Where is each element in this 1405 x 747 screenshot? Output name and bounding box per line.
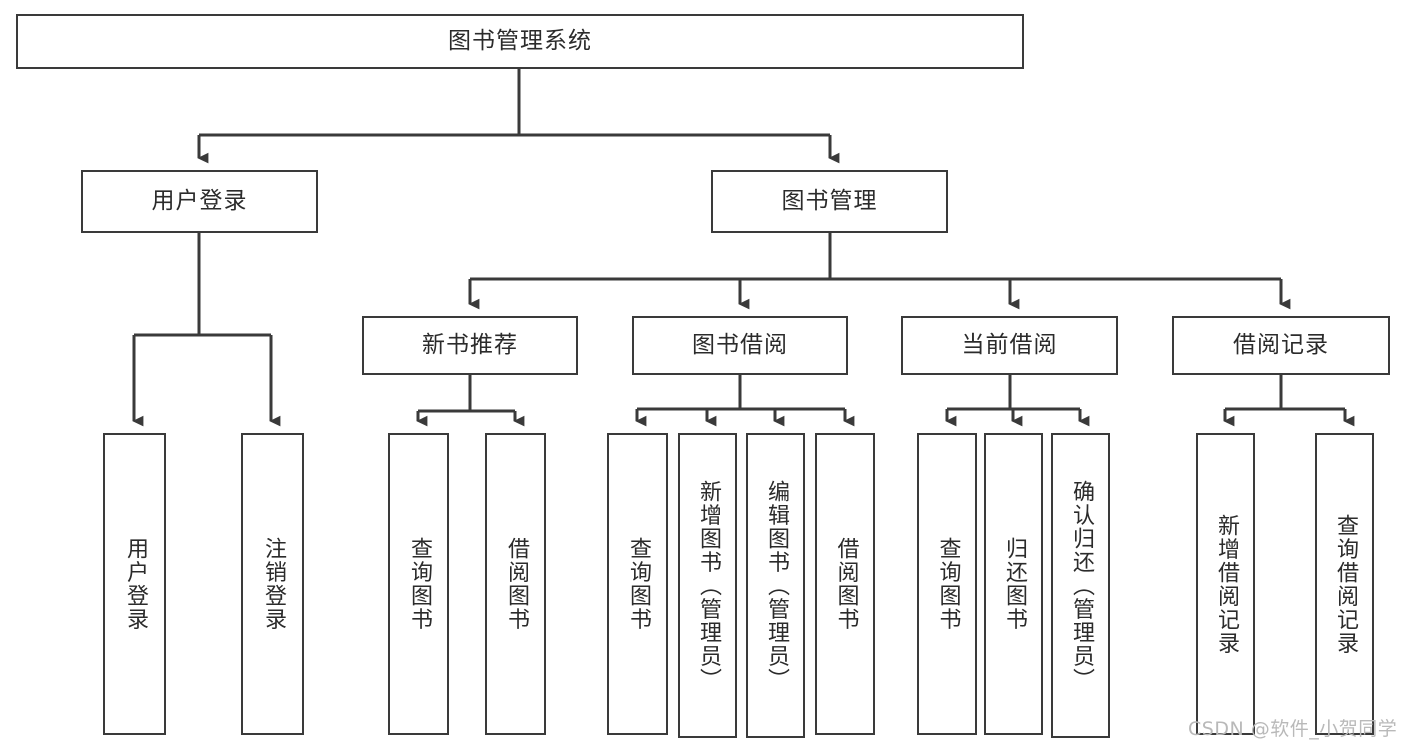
node-label: 确认归还（管理员） (1068, 479, 1094, 692)
node-label: 新书推荐 (422, 331, 518, 358)
watermark: CSDN @软件_小贺同学 (1188, 718, 1398, 740)
leaf-current-query-book[interactable]: 查询图书 (917, 433, 977, 735)
node-label: 借阅记录 (1233, 331, 1329, 358)
leaf-borrow-borrow-book[interactable]: 借阅图书 (815, 433, 875, 735)
node-book-borrow[interactable]: 图书借阅 (632, 316, 848, 375)
leaf-record-add-record[interactable]: 新增借阅记录 (1196, 433, 1255, 735)
leaf-user-login-logout[interactable]: 注销登录 (241, 433, 304, 735)
node-user-login[interactable]: 用户登录 (81, 170, 318, 233)
leaf-borrow-query-book[interactable]: 查询图书 (607, 433, 668, 735)
leaf-recommend-query-book[interactable]: 查询图书 (388, 433, 449, 735)
node-label: 查询图书 (625, 537, 651, 631)
leaf-current-confirm-return-admin[interactable]: 确认归还（管理员） (1051, 433, 1110, 738)
node-book-management[interactable]: 图书管理 (711, 170, 948, 233)
leaf-borrow-add-book-admin[interactable]: 新增图书（管理员） (678, 433, 737, 738)
node-label: 图书管理 (781, 187, 878, 214)
node-label: 归还图书 (1001, 537, 1027, 631)
node-label: 借阅图书 (833, 537, 859, 631)
node-label: 用户登录 (122, 537, 148, 631)
node-label: 新增借阅记录 (1213, 513, 1239, 655)
node-label: 新增图书（管理员） (695, 479, 721, 692)
node-label: 注销登录 (260, 537, 286, 631)
node-new-book-recommend[interactable]: 新书推荐 (362, 316, 578, 375)
node-label: 编辑图书（管理员） (763, 479, 789, 692)
leaf-user-login-login[interactable]: 用户登录 (103, 433, 166, 735)
node-label: 查询图书 (406, 537, 432, 631)
leaf-record-query-record[interactable]: 查询借阅记录 (1315, 433, 1374, 735)
node-label: 查询图书 (935, 537, 961, 631)
node-label: 图书借阅 (692, 331, 788, 358)
leaf-recommend-borrow-book[interactable]: 借阅图书 (485, 433, 546, 735)
node-borrow-record[interactable]: 借阅记录 (1172, 316, 1390, 375)
leaf-current-return-book[interactable]: 归还图书 (984, 433, 1043, 735)
node-label: 图书管理系统 (448, 27, 592, 54)
leaf-borrow-edit-book-admin[interactable]: 编辑图书（管理员） (746, 433, 805, 738)
node-label: 查询借阅记录 (1332, 513, 1358, 655)
node-root-book-management-system[interactable]: 图书管理系统 (16, 14, 1024, 69)
node-current-borrow[interactable]: 当前借阅 (901, 316, 1118, 375)
node-label: 当前借阅 (961, 331, 1058, 358)
node-label: 借阅图书 (503, 537, 529, 631)
node-label: 用户登录 (151, 187, 248, 214)
